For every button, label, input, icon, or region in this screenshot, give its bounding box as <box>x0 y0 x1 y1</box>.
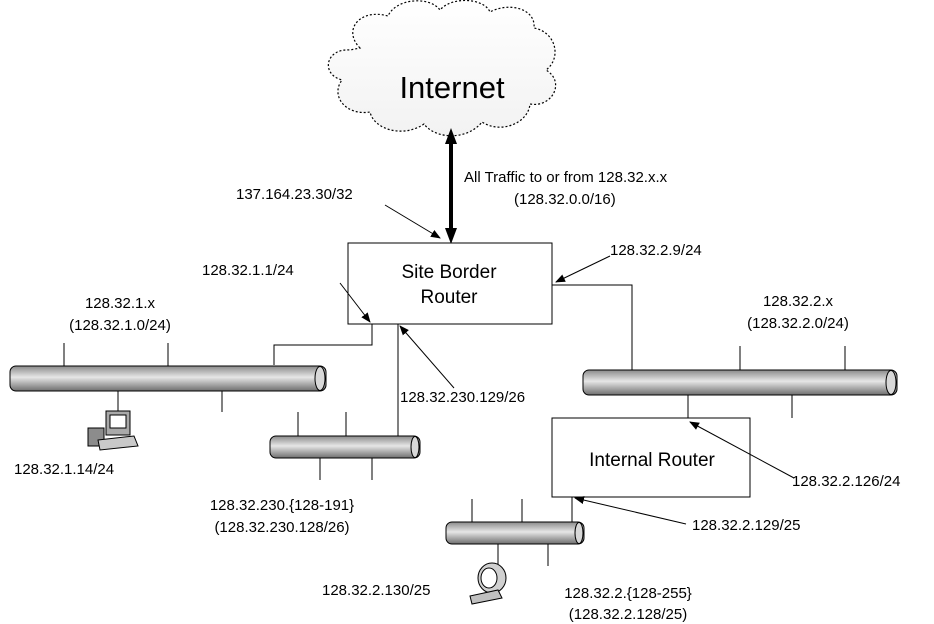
host-pc2-ip: 128.32.2.130/25 <box>322 582 430 599</box>
internal-router: Internal Router <box>551 417 751 498</box>
monitor-computer-icon <box>469 562 507 605</box>
desktop-computer-icon <box>87 410 139 451</box>
uplink-label-1: All Traffic to or from 128.32.x.x <box>464 169 668 186</box>
net230-label-1: 128.32.230.{128-191} <box>210 497 354 514</box>
iface-external: 137.164.23.30/32 <box>236 186 353 203</box>
internet-label: Internet <box>399 70 505 105</box>
net2-label-2: (128.32.2.0/24) <box>747 315 849 332</box>
iface-internal-down: 128.32.2.129/25 <box>692 517 800 534</box>
iface-to-net230: 128.32.230.129/26 <box>400 389 525 406</box>
connection-lines <box>273 284 689 522</box>
internal-router-label: Internal Router <box>589 450 715 471</box>
uplink-label-2: (128.32.0.0/16) <box>514 191 616 208</box>
iface-to-net1: 128.32.1.1/24 <box>202 262 294 279</box>
net2-label-1: 128.32.2.x <box>763 293 834 310</box>
site-border-router: Site Border Router <box>347 242 553 325</box>
net230-label-2: (128.32.230.128/26) <box>214 519 349 536</box>
host-pc1-ip: 128.32.1.14/24 <box>14 461 114 478</box>
border-router-label-1: Site Border <box>401 262 497 283</box>
net2b-label-2: (128.32.2.128/25) <box>569 606 687 623</box>
iface-internal-up: 128.32.2.126/24 <box>792 473 900 490</box>
network-cable-net1 <box>9 343 327 412</box>
net1-label-2: (128.32.1.0/24) <box>69 317 171 334</box>
net2b-label-1: 128.32.2.{128-255} <box>564 585 692 602</box>
border-router-label-2: Router <box>420 287 478 308</box>
net1-label-1: 128.32.1.x <box>85 295 156 312</box>
internet-cloud: Internet <box>327 0 557 137</box>
network-cable-net2 <box>582 346 898 418</box>
iface-to-net2: 128.32.2.9/24 <box>610 242 702 259</box>
annotation-arrows <box>339 204 795 525</box>
network-cable-net2b <box>445 499 585 566</box>
network-cable-net230 <box>269 412 421 480</box>
